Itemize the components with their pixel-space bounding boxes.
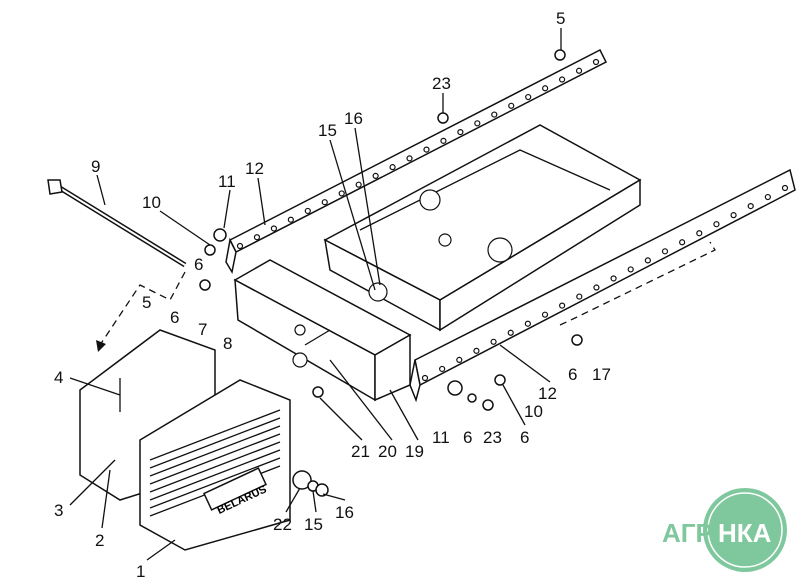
rail-hole (423, 146, 430, 153)
weight-fin (149, 425, 281, 477)
weight-fin (149, 449, 281, 501)
callout: 16 (344, 109, 363, 128)
rail-hole (679, 239, 686, 246)
rail-hole (661, 248, 669, 255)
callout: 6 (568, 365, 577, 384)
rail-hole (270, 225, 278, 232)
rail-hole (355, 181, 362, 188)
logo-text-left: АГРО (662, 518, 733, 548)
weight-fin (149, 457, 281, 509)
rail-hole (559, 302, 566, 309)
callout: 7 (198, 320, 207, 339)
ballast-weights: BELARUS (79, 329, 329, 551)
callout: 20 (378, 442, 397, 461)
callout: 10 (524, 402, 543, 421)
agronka-logo: АГРО НКА (662, 488, 787, 572)
callout: 16 (335, 503, 354, 522)
rail-hole (474, 120, 481, 127)
callout: 11 (218, 172, 236, 191)
rail-hole (491, 111, 498, 118)
lower-side-rail (409, 168, 796, 403)
rail-hole (338, 190, 345, 197)
rail-hole (713, 221, 720, 228)
rail-hole (644, 257, 651, 264)
callout: 23 (483, 428, 502, 447)
weight-fin (149, 417, 281, 469)
rail-hole (456, 356, 463, 364)
rail-hole (389, 164, 396, 171)
callout: 15 (304, 515, 323, 534)
rail-hole (287, 216, 294, 223)
logo-text-right: НКА (718, 518, 772, 548)
callout: 12 (538, 384, 557, 403)
callout: 5 (142, 293, 151, 312)
rail-hole (576, 293, 583, 300)
callout: 11 (432, 428, 450, 447)
rail-hole (575, 67, 583, 74)
callout: 5 (556, 9, 565, 28)
callout: 6 (170, 308, 179, 327)
rail-hole (457, 128, 464, 136)
rail-hole (525, 93, 532, 101)
rail-hole (730, 212, 737, 219)
callout: 2 (95, 531, 104, 550)
callout: 17 (592, 365, 611, 384)
rail-hole (304, 207, 311, 215)
rail-hole (558, 76, 566, 83)
part-callouts: 5 23 16 15 9 11 12 10 6 5 6 7 8 4 3 2 1 … (54, 9, 611, 581)
rail-hole (406, 155, 413, 162)
callout: 23 (432, 74, 451, 93)
rail-hole (541, 311, 549, 318)
rail-hole (610, 275, 617, 282)
weight-fin (149, 433, 281, 485)
rail-hole (627, 266, 634, 273)
leader-lines (69, 28, 562, 561)
rail-hole (764, 193, 771, 201)
rail-hole (421, 374, 429, 382)
fasteners (199, 49, 583, 411)
callout: 12 (245, 159, 264, 178)
callout: 1 (136, 562, 145, 581)
rail-hole (490, 338, 497, 345)
rail-hole (439, 365, 446, 373)
rail-hole (440, 137, 447, 144)
upper-side-rail (225, 48, 608, 275)
rail-hole (747, 202, 754, 210)
rail-hole (236, 242, 244, 250)
rail-hole (781, 184, 789, 192)
rail-hole (524, 320, 531, 327)
callout: 6 (520, 428, 529, 447)
rail-hole (507, 329, 514, 336)
callout: 22 (273, 515, 292, 534)
rail-hole (253, 234, 261, 241)
rail-hole (593, 284, 600, 291)
callout: 6 (194, 255, 203, 274)
weight-fin (149, 409, 281, 461)
callout: 8 (223, 334, 232, 353)
callout: 21 (351, 442, 370, 461)
assembly-path-arrow (99, 271, 186, 346)
rail-hole (696, 230, 703, 237)
rail-hole (542, 85, 549, 92)
rail-hole (592, 58, 600, 66)
callout: 3 (54, 501, 63, 520)
rail-hole (473, 347, 480, 354)
long-bolt (47, 179, 187, 268)
weight-fin (149, 441, 281, 493)
callout: 9 (91, 157, 100, 176)
callout: 15 (318, 121, 337, 140)
rail-hole (321, 199, 328, 206)
ballast-bracket (233, 259, 412, 402)
callout: 6 (463, 428, 472, 447)
rail-hole (372, 172, 379, 180)
callout: 4 (54, 368, 63, 387)
callout: 10 (142, 193, 161, 212)
rail-hole (508, 102, 515, 109)
callout: 19 (405, 442, 424, 461)
